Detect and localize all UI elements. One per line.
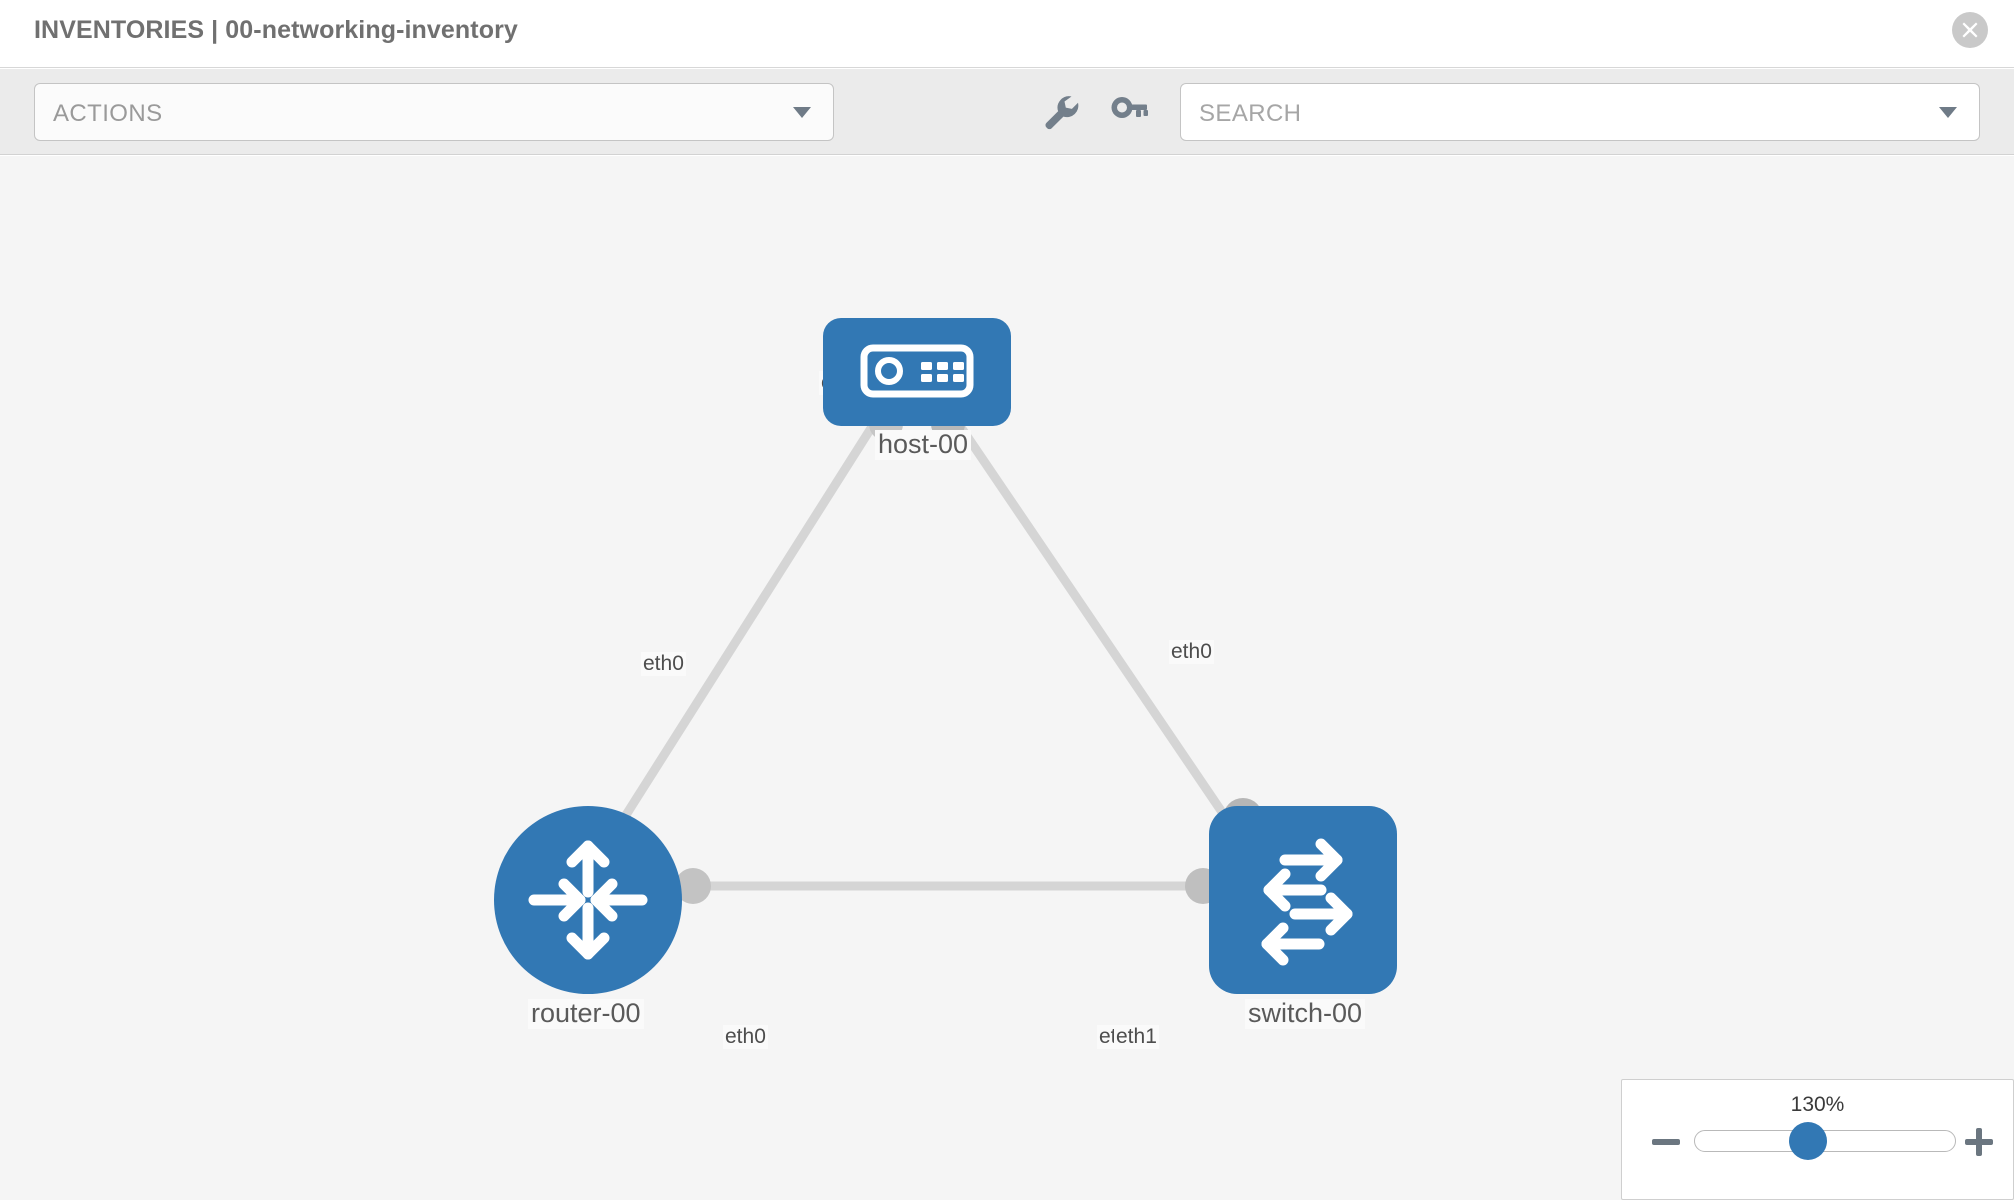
topology-canvas[interactable]: eth0 eth0 eth0 eth0 eth0 eth eth1 xyxy=(0,156,2014,1200)
actions-dropdown[interactable]: ACTIONS xyxy=(34,83,834,141)
page-header: INVENTORIES | 00-networking-inventory xyxy=(0,0,2014,68)
iface-label-switch-left: eth1 xyxy=(1114,1025,1159,1050)
zoom-slider[interactable] xyxy=(1694,1122,1956,1160)
iface-label-router-right: eth0 xyxy=(723,1025,768,1050)
node-label-host-00: host-00 xyxy=(875,429,972,460)
topology-node-switch-00[interactable]: switch-00 xyxy=(1209,806,1397,1029)
switch-arrows-icon xyxy=(1209,806,1397,994)
page-title: INVENTORIES | 00-networking-inventory xyxy=(34,16,518,44)
chevron-down-icon[interactable] xyxy=(1939,107,1957,118)
iface-label-switch-top: eth0 xyxy=(1169,640,1214,665)
search-placeholder: SEARCH xyxy=(1199,100,1302,127)
server-icon xyxy=(823,318,1011,426)
zoom-slider-thumb[interactable] xyxy=(1789,1122,1828,1160)
link-host-switch xyxy=(947,409,1250,851)
node-label-router-00: router-00 xyxy=(528,998,644,1029)
close-icon[interactable] xyxy=(1952,12,1988,48)
chevron-down-icon xyxy=(793,107,811,118)
zoom-out-button[interactable] xyxy=(1650,1125,1684,1159)
wrench-icon[interactable] xyxy=(1038,91,1082,133)
topology-node-host-00[interactable]: host-00 xyxy=(823,318,1011,460)
stub-router-right xyxy=(675,868,711,904)
topology-links-layer xyxy=(595,407,1263,904)
zoom-level-value: 130% xyxy=(1790,1093,1845,1116)
toolbar: ACTIONS SEARCH xyxy=(0,69,2014,155)
actions-dropdown-label: ACTIONS xyxy=(53,100,163,127)
zoom-control-panel: 130% xyxy=(1621,1079,2014,1200)
zoom-in-button[interactable] xyxy=(1963,1125,1997,1159)
router-arrows-icon xyxy=(494,806,682,994)
topology-node-router-00[interactable]: router-00 xyxy=(494,806,682,1029)
link-host-router xyxy=(595,409,885,861)
node-label-switch-00: switch-00 xyxy=(1245,998,1366,1029)
search-input[interactable]: SEARCH xyxy=(1180,83,1980,141)
key-icon[interactable] xyxy=(1106,91,1150,133)
iface-label-router-top: eth0 xyxy=(641,652,686,677)
